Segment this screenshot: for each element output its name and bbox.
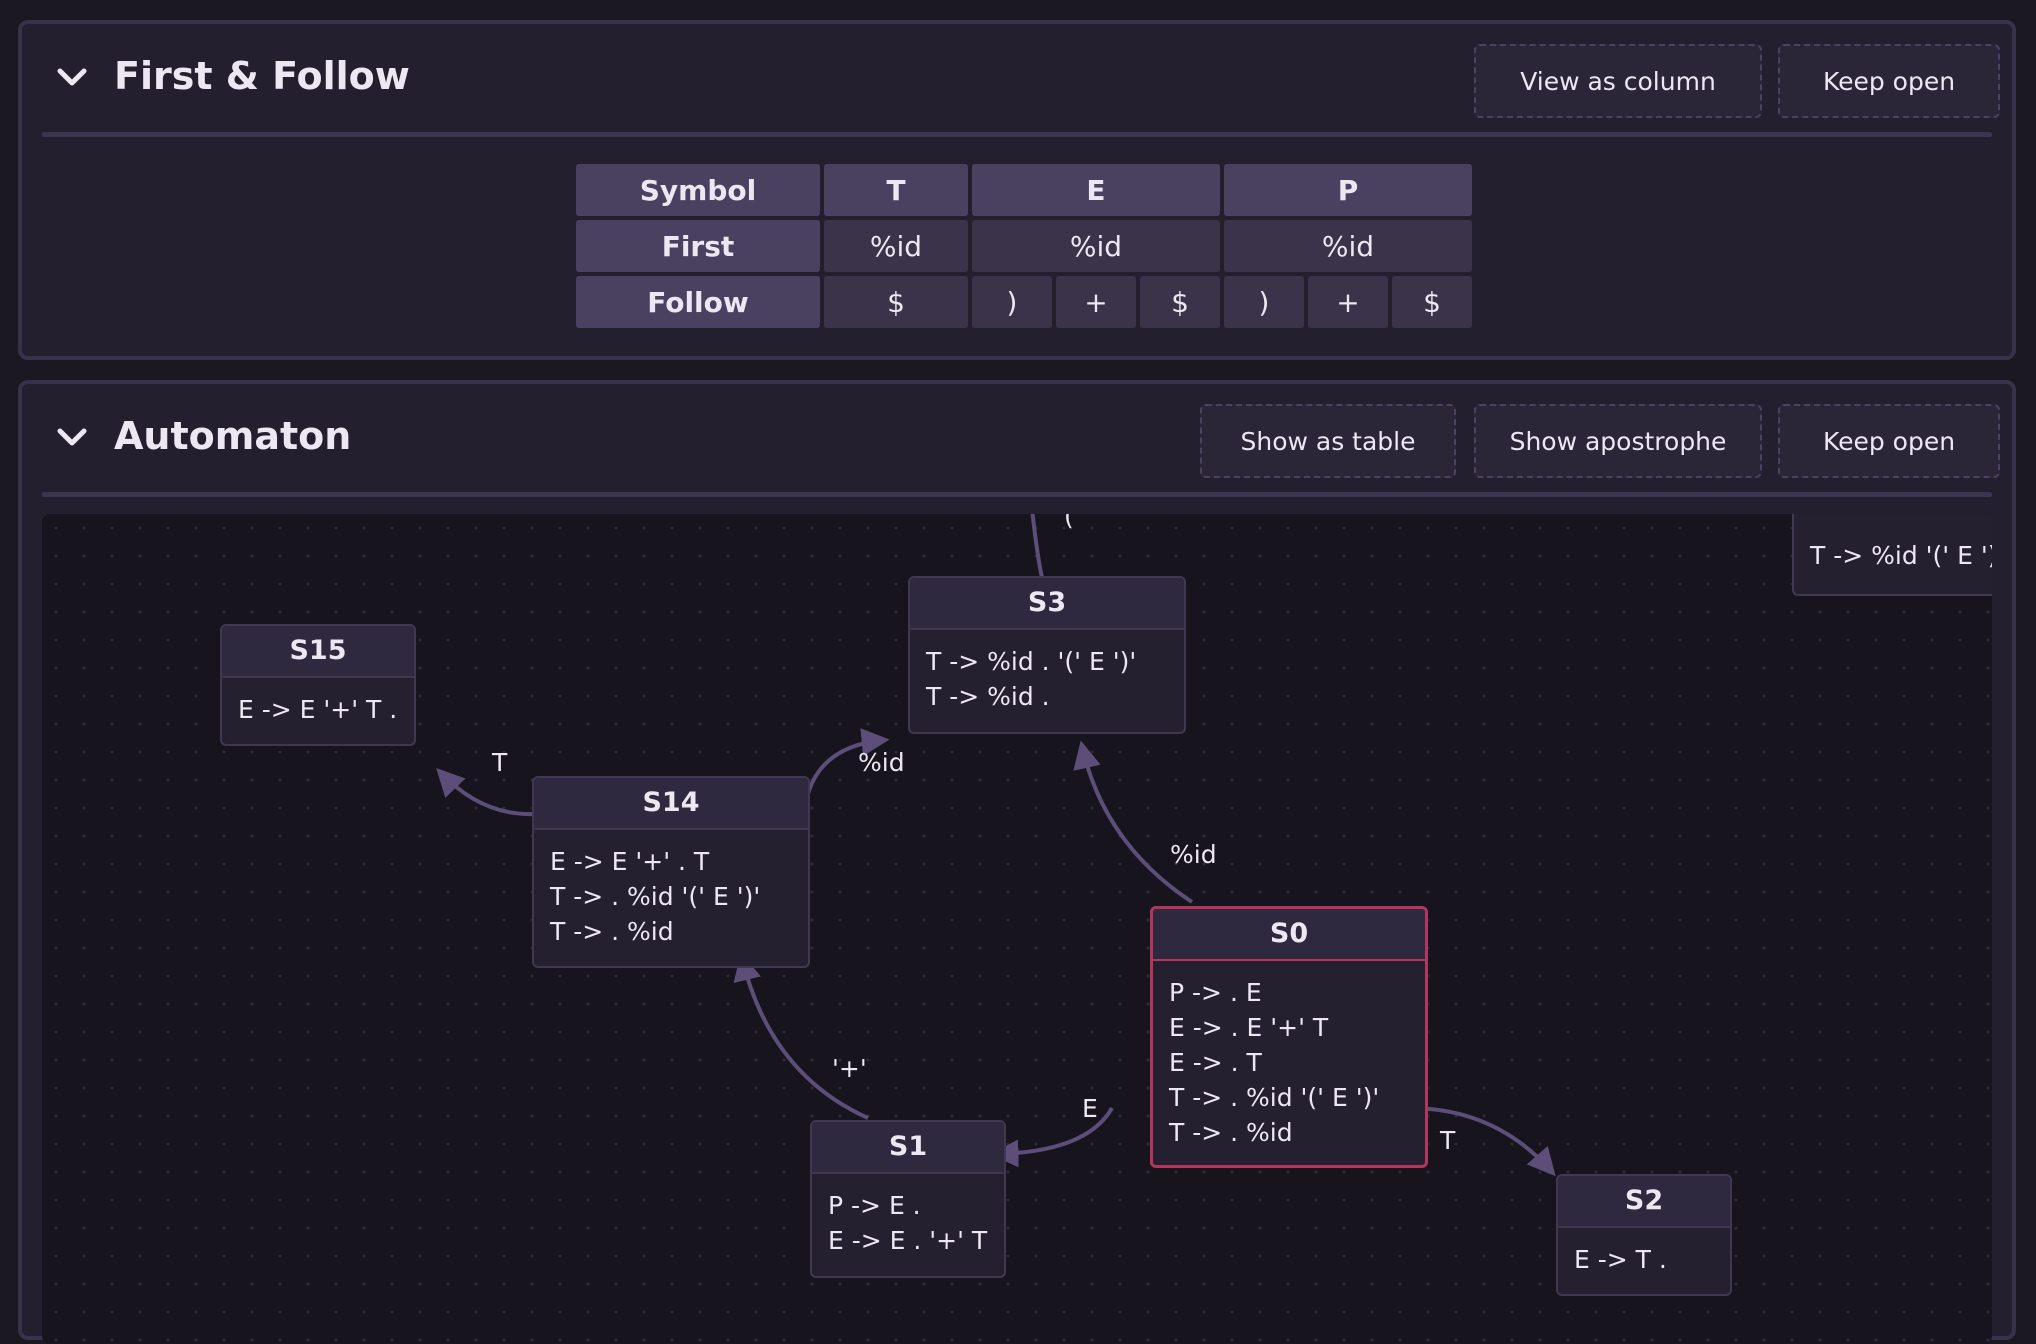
column-header: P	[1224, 164, 1472, 216]
first-follow-panel: First & Follow View as column Keep open …	[18, 20, 2016, 360]
automaton-header: Automaton Show as table Show apostrophe …	[22, 384, 2012, 494]
state-node-s3[interactable]: S3 T -> %id . '(' E ')' T -> %id .	[908, 576, 1186, 734]
node-items: P -> E . E -> E . '+' T	[812, 1174, 1004, 1268]
table-cell: )	[1224, 276, 1304, 328]
node-items: E -> T .	[1558, 1228, 1730, 1287]
table-cell: %id	[972, 220, 1220, 272]
lr-item: P -> . E	[1169, 978, 1262, 1007]
state-node-partial[interactable]: T -> %id '(' E ')' .	[1792, 514, 1992, 596]
state-node-s2[interactable]: S2 E -> T .	[1556, 1174, 1732, 1296]
state-node-s15[interactable]: S15 E -> E '+' T .	[220, 624, 416, 746]
node-items: E -> E '+' . T T -> . %id '(' E ')' T ->…	[534, 830, 808, 959]
table-cell: )	[972, 276, 1052, 328]
panel-title: First & Follow	[114, 54, 410, 98]
node-title: S0	[1153, 909, 1425, 961]
table-cell: $	[824, 276, 968, 328]
edge-label: %id	[858, 748, 905, 777]
lr-item: T -> %id . '(' E ')'	[926, 647, 1137, 676]
keep-open-button[interactable]: Keep open	[1778, 44, 2000, 118]
lr-item: T -> . %id	[550, 917, 674, 946]
first-follow-header: First & Follow View as column Keep open	[22, 24, 2012, 134]
state-node-s14[interactable]: S14 E -> E '+' . T T -> . %id '(' E ')' …	[532, 776, 810, 968]
lr-item: E -> E '+' . T	[550, 847, 710, 876]
table-cell: +	[1056, 276, 1136, 328]
node-items: T -> %id . '(' E ')' T -> %id .	[910, 630, 1184, 724]
node-title: S2	[1558, 1176, 1730, 1228]
table-row: First %id %id %id	[576, 220, 1472, 272]
panel-title: Automaton	[114, 414, 352, 458]
edge-label: E	[1082, 1094, 1098, 1123]
table-cell: $	[1392, 276, 1472, 328]
lr-item: E -> E '+' T .	[238, 695, 398, 724]
lr-item: T -> . %id '(' E ')'	[1169, 1083, 1380, 1112]
lr-item: E -> . E '+' T	[1169, 1013, 1329, 1042]
divider	[42, 132, 1992, 137]
edge-s14-s3	[806, 728, 890, 795]
automaton-canvas[interactable]: ( T %id %id '+' E T S15 E -> E '+' T . S…	[42, 514, 1992, 1344]
lr-item: E -> T .	[1574, 1245, 1667, 1274]
lr-item: T -> . %id	[1169, 1118, 1293, 1147]
edge-s1-s14	[733, 952, 869, 1120]
edge-label: T	[492, 748, 508, 777]
node-title: S3	[910, 578, 1184, 630]
column-header: T	[824, 164, 968, 216]
node-items: E -> E '+' T .	[222, 678, 414, 737]
view-as-column-button[interactable]: View as column	[1474, 44, 1762, 118]
lr-item: T -> %id .	[926, 682, 1050, 711]
chevron-down-icon[interactable]	[50, 416, 94, 460]
edge-s3-incoming	[1030, 514, 1044, 579]
first-follow-table: Symbol T E P First %id %id %id Follow $ …	[572, 160, 1476, 332]
show-apostrophe-button[interactable]: Show apostrophe	[1474, 404, 1762, 478]
lr-item: T -> . %id '(' E ')'	[550, 882, 761, 911]
state-node-s1[interactable]: S1 P -> E . E -> E . '+' T	[810, 1120, 1006, 1278]
edge-label: (	[1064, 514, 1074, 531]
table-cell: %id	[1224, 220, 1472, 272]
show-as-table-button[interactable]: Show as table	[1200, 404, 1456, 478]
state-node-s0[interactable]: S0 P -> . E E -> . E '+' T E -> . T T ->…	[1150, 906, 1428, 1168]
lr-item: P -> E .	[828, 1191, 921, 1220]
divider	[42, 492, 1992, 497]
table-row: Follow $ ) + $ ) + $	[576, 276, 1472, 328]
edge-s0-s3	[1073, 740, 1194, 904]
lr-item: E -> E . '+' T	[828, 1226, 988, 1255]
row-header: Follow	[576, 276, 820, 328]
chevron-down-icon[interactable]	[50, 56, 94, 100]
table-cell: %id	[824, 220, 968, 272]
keep-open-button[interactable]: Keep open	[1778, 404, 2000, 478]
edge-label: '+'	[832, 1054, 867, 1083]
table-cell: $	[1140, 276, 1220, 328]
edge-s14-s15	[436, 767, 535, 817]
edge-label: T	[1440, 1126, 1456, 1155]
column-header: Symbol	[576, 164, 820, 216]
lr-item: T -> %id '(' E ')' .	[1810, 541, 1992, 570]
table-cell: +	[1308, 276, 1388, 328]
node-items: P -> . E E -> . E '+' T E -> . T T -> . …	[1153, 961, 1425, 1160]
automaton-panel: Automaton Show as table Show apostrophe …	[18, 380, 2016, 1344]
node-title: S14	[534, 778, 808, 830]
lr-item: E -> . T	[1169, 1048, 1262, 1077]
node-title: S1	[812, 1122, 1004, 1174]
edge-s0-s1	[990, 1106, 1114, 1168]
table-row: Symbol T E P	[576, 164, 1472, 216]
node-title: S15	[222, 626, 414, 678]
edge-label: %id	[1170, 840, 1217, 869]
column-header: E	[972, 164, 1220, 216]
row-header: First	[576, 220, 820, 272]
node-items: T -> %id '(' E ')' .	[1794, 514, 1992, 583]
